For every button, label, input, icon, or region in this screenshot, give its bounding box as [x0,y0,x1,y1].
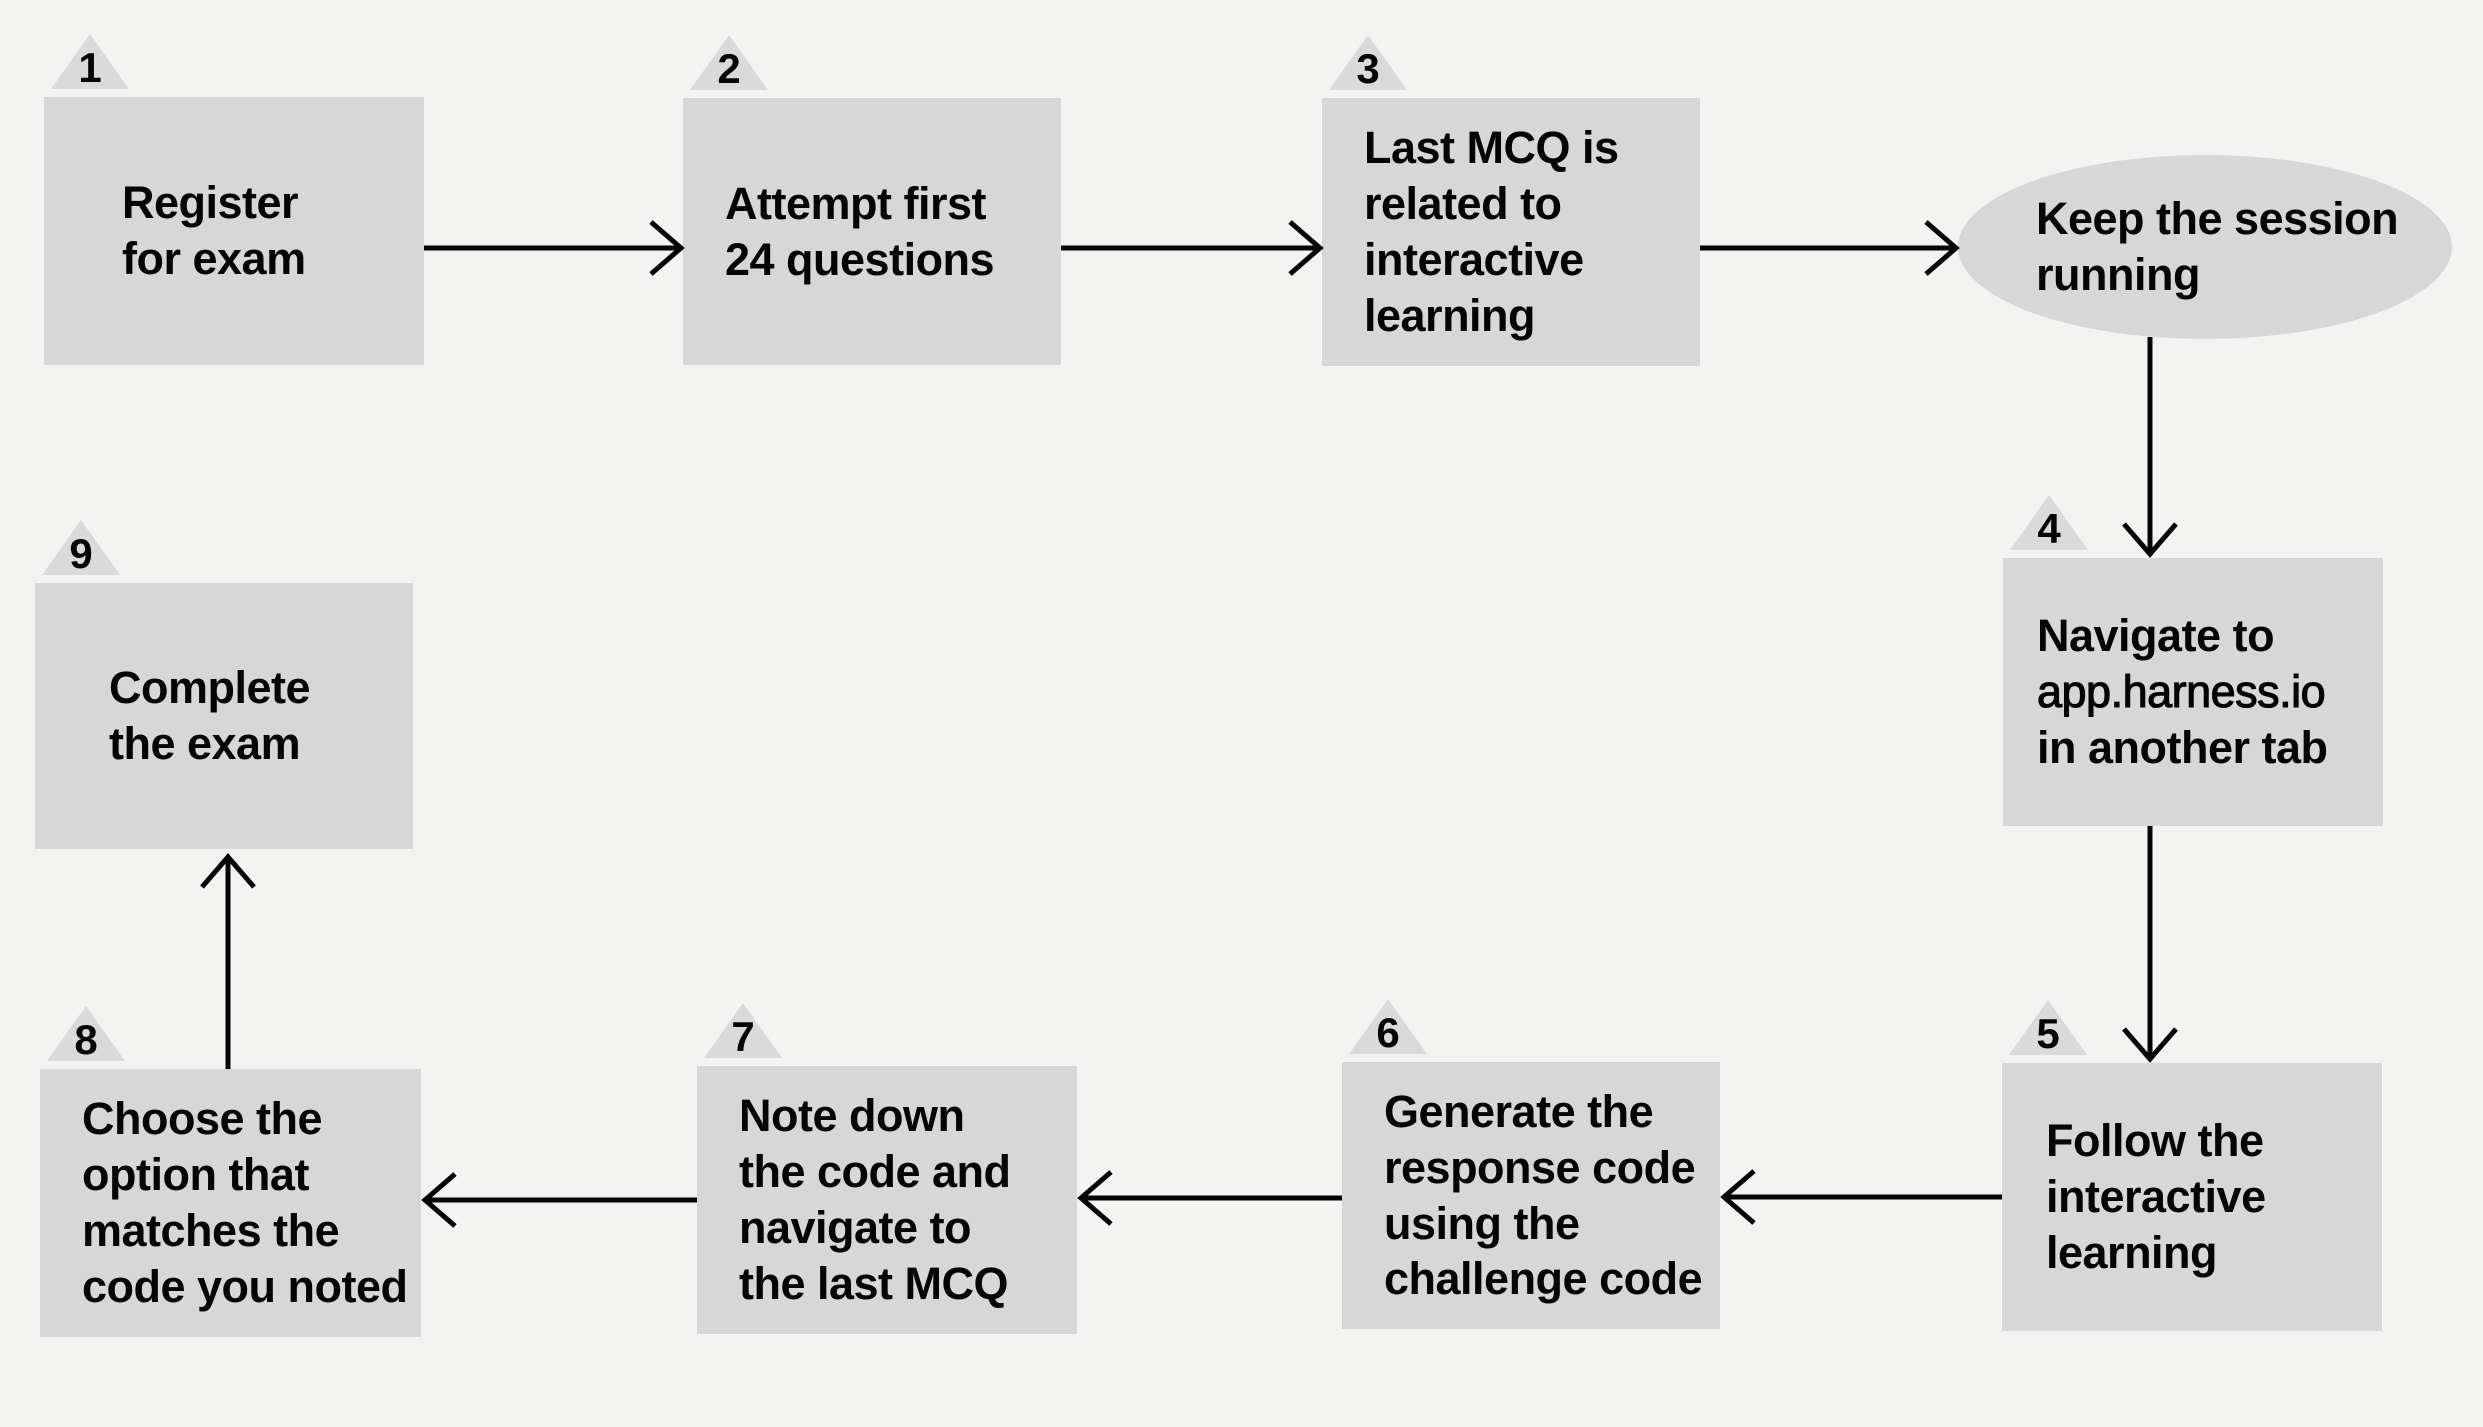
step-1-number-badge: 1 [51,34,129,89]
arrow-head-icon [649,220,685,276]
step-8-label-line-4: code you noted [82,1260,408,1312]
step-2-label-line-2: 24 questions [725,233,995,285]
step-3-number: 3 [1356,45,1380,92]
step-5-label-line-2: interactive [2046,1171,2266,1223]
arrow-head-icon [1288,220,1324,276]
step-4-label-line-2: app.harness.io [2036,666,2326,718]
step-4-number-badge: 4 [2010,495,2088,550]
step-5-number-badge: 5 [2009,1000,2087,1055]
step-4-number: 4 [2037,505,2061,552]
step-4-label-line-1: Navigate to [2037,610,2275,662]
arrow-step-6-to-step-7 [1077,1170,1342,1226]
step-7-triangle-icon [704,1003,782,1058]
arrow-step-7-to-step-8 [421,1172,697,1228]
step-6-label-line-2: response code [1384,1141,1696,1193]
step-9-triangle-icon [42,520,120,575]
step-5-number: 5 [2036,1010,2060,1057]
step-7-number: 7 [731,1013,755,1060]
step-2-triangle-icon [690,35,768,90]
step-9-label-line-2: the exam [109,718,301,769]
arrow-step-8-to-step-9 [200,853,256,1069]
step-1-label-line-1: Register [122,177,299,229]
arrow-head-icon [200,853,256,889]
step-4-triangle-icon [2010,495,2088,550]
step-2-label-line-1: Attempt first [725,177,987,229]
step-6-label-line-3: using the [1384,1197,1580,1249]
step-9-number: 9 [69,530,93,577]
arrow-head-icon [1720,1169,1756,1225]
step-1-number: 1 [78,44,102,91]
arrow-head-icon [421,1172,457,1228]
step-7-label-line-4: the last MCQ [739,1257,1009,1309]
arrow-head-icon [1077,1170,1113,1226]
step-9-label-line-1: Complete [109,662,311,714]
step-7-label-line-3: navigate to [739,1202,972,1253]
step-6-number-badge: 6 [1349,999,1427,1054]
keep-session-label-line-1: Keep the session [2036,193,2399,245]
step-5-label-line-1: Follow the [2046,1115,2264,1167]
step-6-label-line-4: challenge code [1384,1253,1703,1305]
step-2-number: 2 [717,45,741,92]
step-5-triangle-icon [2009,1000,2087,1055]
step-6-label-line-1: Generate the [1384,1085,1654,1137]
step-2-number-badge: 2 [690,35,768,90]
arrow-step-4-to-step-5 [2122,826,2178,1063]
step-9-number-badge: 9 [42,520,120,575]
arrow-step-5-to-step-6 [1720,1169,2002,1225]
step-6-triangle-icon [1349,999,1427,1054]
keep-session-label-line-2: running [2036,249,2200,300]
step-1-triangle-icon [51,34,129,89]
step-3-label-line-4: learning [1364,289,1536,341]
step-5-label-line-3: learning [2046,1226,2218,1278]
step-8-label-line-2: option that [82,1149,309,1201]
step-3-number-badge: 3 [1329,35,1407,90]
arrow-keep-session-to-step-4 [2122,337,2178,558]
step-8-number-badge: 8 [47,1006,125,1061]
step-8-label-line-3: matches the [82,1205,340,1256]
step-6-number: 6 [1376,1009,1400,1056]
arrow-head-icon [2122,1027,2178,1063]
arrow-step-1-to-step-2 [424,220,685,276]
step-4-label-line-3: in another tab [2037,721,2328,773]
step-1-label-line-2: for exam [122,233,306,284]
step-8-label-line-1: Choose the [82,1093,323,1145]
step-3-label-line-1: Last MCQ is [1364,122,1619,174]
arrow-step-2-to-step-3 [1061,220,1324,276]
step-3-triangle-icon [1329,35,1407,90]
step-3-label-line-3: interactive [1364,234,1584,285]
step-8-number: 8 [74,1016,98,1063]
step-7-number-badge: 7 [704,1003,782,1058]
arrow-step-3-to-keep-session [1700,220,1960,276]
arrow-head-icon [1924,220,1960,276]
step-8-triangle-icon [47,1006,125,1061]
step-3-label-line-2: related to [1364,178,1562,230]
step-7-label-line-1: Note down [739,1090,965,1142]
arrow-head-icon [2122,522,2178,558]
step-7-label-line-2: the code and [739,1146,1011,1198]
